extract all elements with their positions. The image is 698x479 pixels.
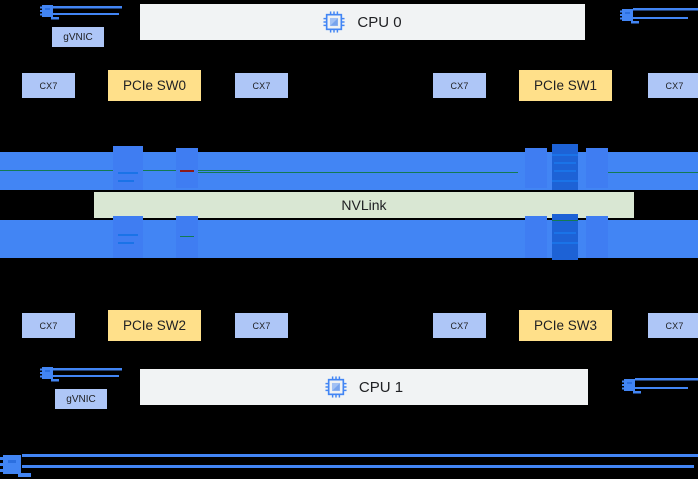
nic-glyph <box>40 5 122 20</box>
network-interface-card-icon <box>40 4 122 22</box>
cpu-chip-glyph <box>325 376 347 398</box>
cx7-box-6: CX7 <box>433 313 486 338</box>
nic-glyph <box>620 8 698 24</box>
gvnic-label-top: gVNIC <box>52 27 104 47</box>
nic-glyph-bottom <box>0 454 698 477</box>
cpu0-box: CPU 0 <box>140 4 585 40</box>
cx7-box-5: CX7 <box>235 313 288 338</box>
cx7-box-7: CX7 <box>648 313 698 338</box>
pcie-switch-box-2: PCIe SW2 <box>108 310 201 341</box>
cpu-chip-glyph <box>323 11 345 33</box>
gvnic-label-bottom: gVNIC <box>55 389 107 409</box>
nic-glyph <box>40 367 122 382</box>
gpu-band-upper <box>0 144 698 190</box>
nic-glyph <box>622 378 698 394</box>
cpu0-label: CPU 0 <box>357 13 402 31</box>
cpu1-box: CPU 1 <box>140 369 588 405</box>
network-interface-card-icon-top-right <box>620 8 698 26</box>
cx7-box-0: CX7 <box>22 73 75 98</box>
cpu-chip-icon <box>323 11 345 33</box>
cx7-box-4: CX7 <box>22 313 75 338</box>
network-interface-card-icon-bottom-left <box>40 366 122 384</box>
cx7-box-2: CX7 <box>433 73 486 98</box>
network-interface-card-icon-bottom-right <box>622 378 698 396</box>
gpu-band-lower <box>0 214 698 260</box>
pcie-switch-box-0: PCIe SW0 <box>108 70 201 101</box>
cx7-box-3: CX7 <box>648 73 698 98</box>
pcie-switch-box-1: PCIe SW1 <box>519 70 612 101</box>
pcie-switch-box-3: PCIe SW3 <box>519 310 612 341</box>
bottom-network-bar <box>0 452 698 479</box>
cx7-box-1: CX7 <box>235 73 288 98</box>
nvlink-bar: NVLink <box>94 192 634 218</box>
cpu-chip-icon <box>325 376 347 398</box>
cpu1-label: CPU 1 <box>358 378 404 396</box>
